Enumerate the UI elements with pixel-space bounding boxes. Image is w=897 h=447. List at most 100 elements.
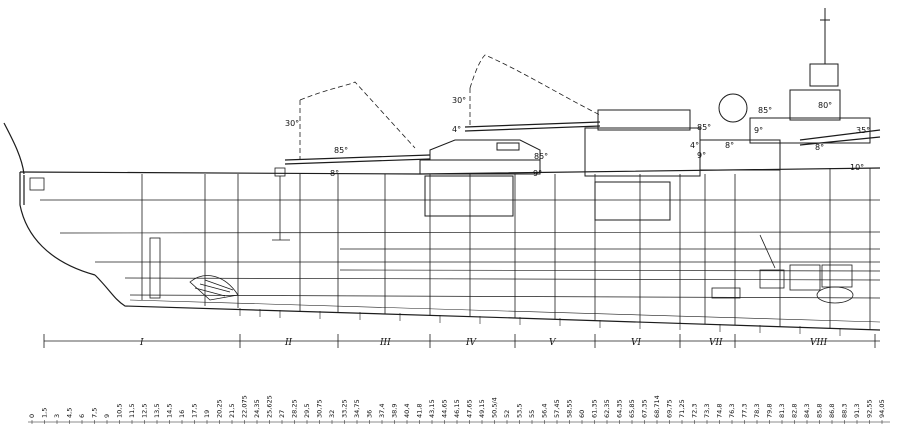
- frame-station-label: 17,5: [191, 404, 199, 418]
- frame-station-label: 88,3: [841, 404, 849, 418]
- angle-label: 80°: [818, 101, 832, 110]
- frame-station-label: 36: [366, 410, 374, 418]
- angle-label: 9°: [533, 169, 542, 178]
- double-bottom: [129, 299, 881, 336]
- frame-station-label: 19: [203, 410, 211, 418]
- frame-station-label: 11,5: [128, 404, 136, 418]
- frame-station-label: 24,35: [253, 399, 261, 418]
- angle-label: 85°: [534, 152, 548, 161]
- angle-label: 85°: [758, 106, 772, 115]
- frame-station-label: 56,4: [541, 404, 549, 418]
- frame-station-label: 29,5: [303, 404, 311, 418]
- frame-station-label: 85,8: [816, 404, 824, 418]
- superstructure: [419, 8, 871, 221]
- frame-station-label: 44,65: [441, 399, 449, 418]
- frame-station-label: 74,8: [716, 404, 724, 418]
- frame-station-scale: 0 1,5 3 4,5 6 7,5 9 10,5 11,5 12,5 13,5 14,5 16 17,5 1…: [28, 395, 890, 424]
- frame-station-label: 41,8: [416, 404, 424, 418]
- frame-station-label: 7,5: [91, 408, 99, 418]
- frame-station-label: 38,9: [391, 404, 399, 418]
- angle-label: 30°: [452, 96, 466, 105]
- frame-station-label: 34,75: [353, 399, 361, 418]
- frame-station-label: 4,5: [66, 408, 74, 418]
- frame-station-label: 78,3: [753, 404, 761, 418]
- frame-station-label: 12,5: [141, 404, 149, 418]
- frame-station-label: 1,5: [41, 408, 49, 418]
- frame-station-label: 22,075: [241, 395, 249, 418]
- section-label: V: [549, 338, 557, 348]
- frame-station-label: 69,75: [666, 399, 674, 418]
- angle-label: 35°: [856, 126, 870, 135]
- frame-station-label: 82,8: [791, 404, 799, 418]
- gun-barrels: [284, 121, 881, 165]
- frame-station-label: 72,3: [691, 404, 699, 418]
- frame-station-label: 3: [53, 414, 61, 418]
- angle-label: 4°: [690, 141, 699, 150]
- frame-station-label: 16: [178, 410, 186, 418]
- gun-elevation-arcs: [299, 54, 601, 160]
- frame-station-label: 65,85: [628, 399, 636, 418]
- frame-station-label: 79,8: [766, 404, 774, 418]
- frame-station-label: 30,75: [316, 399, 324, 418]
- frame-station-label: 0: [28, 414, 36, 418]
- hull-outline: [3, 122, 881, 331]
- angle-label: 30°: [285, 119, 299, 128]
- section-label: I: [139, 338, 144, 348]
- frame-station-label: 20,25: [216, 399, 224, 418]
- section-labels: I II III IV V VI VII VIII: [139, 338, 828, 348]
- frame-station-label: 43,15: [428, 399, 436, 418]
- frame-station-label: 55: [528, 410, 536, 418]
- section-dimension-line: [43, 334, 880, 348]
- angle-label: 9°: [697, 151, 706, 160]
- frame-station-label: 14,5: [166, 404, 174, 418]
- section-label: VII: [709, 338, 723, 348]
- section-label: VIII: [810, 338, 828, 348]
- frame-station-label: 92,55: [866, 399, 874, 418]
- angle-label: 4°: [452, 125, 461, 134]
- aft-machinery: [711, 234, 854, 304]
- frame-station-label: 37,4: [378, 404, 386, 418]
- frame-station-label: 61,35: [591, 399, 599, 418]
- frame-station-label: 10,5: [116, 404, 124, 418]
- hull-decks: [40, 199, 881, 299]
- frame-station-label: 28,25: [291, 399, 299, 418]
- frame-station-label: 53,5: [516, 404, 524, 418]
- frame-station-label: 21,5: [228, 404, 236, 418]
- frame-station-label: 77,3: [741, 404, 749, 418]
- bulkheads: [141, 168, 871, 330]
- frame-station-label: 76,3: [728, 404, 736, 418]
- frame-station-label: 32: [328, 410, 336, 418]
- angle-label: 85°: [697, 123, 711, 132]
- frame-station-label: 67,35: [641, 399, 649, 418]
- frame-station-label: 73,3: [703, 404, 711, 418]
- frame-station-label: 68,714: [653, 395, 661, 418]
- angle-label: 8°: [330, 169, 339, 178]
- frame-station-label: 57,45: [553, 399, 561, 418]
- frame-station-label: 71,25: [678, 399, 686, 418]
- frame-station-label: 33,25: [341, 399, 349, 418]
- frame-station-label: 13,5: [153, 404, 161, 418]
- frame-station-label: 49,15: [478, 399, 486, 418]
- angle-label: 8°: [815, 143, 824, 152]
- angle-label: 8°: [725, 141, 734, 150]
- frame-station-label: 62,35: [603, 399, 611, 418]
- frame-station-label: 47,65: [466, 399, 474, 418]
- frame-station-label: 64,35: [616, 399, 624, 418]
- frame-station-label: 27: [278, 410, 286, 418]
- angle-label: 85°: [334, 146, 348, 155]
- frame-station-label: 91,3: [853, 404, 861, 418]
- angle-labels: 30° 85° 8° 30° 4° 85° 9° 85° 4° 9° 8° 85…: [285, 96, 870, 178]
- angle-label: 9°: [754, 126, 763, 135]
- frame-station-label: 46,15: [453, 399, 461, 418]
- frame-station-label: 60: [578, 410, 586, 418]
- frame-station-label: 52: [503, 410, 511, 418]
- frame-station-label: 40,4: [403, 404, 411, 418]
- section-label: III: [379, 338, 391, 348]
- section-label: IV: [465, 338, 478, 348]
- forward-structure: [29, 167, 290, 301]
- frame-station-label: 86,8: [828, 404, 836, 418]
- frame-station-label: 9: [103, 414, 111, 418]
- frame-station-label: 81,3: [778, 404, 786, 418]
- frame-station-label: 6: [78, 414, 86, 418]
